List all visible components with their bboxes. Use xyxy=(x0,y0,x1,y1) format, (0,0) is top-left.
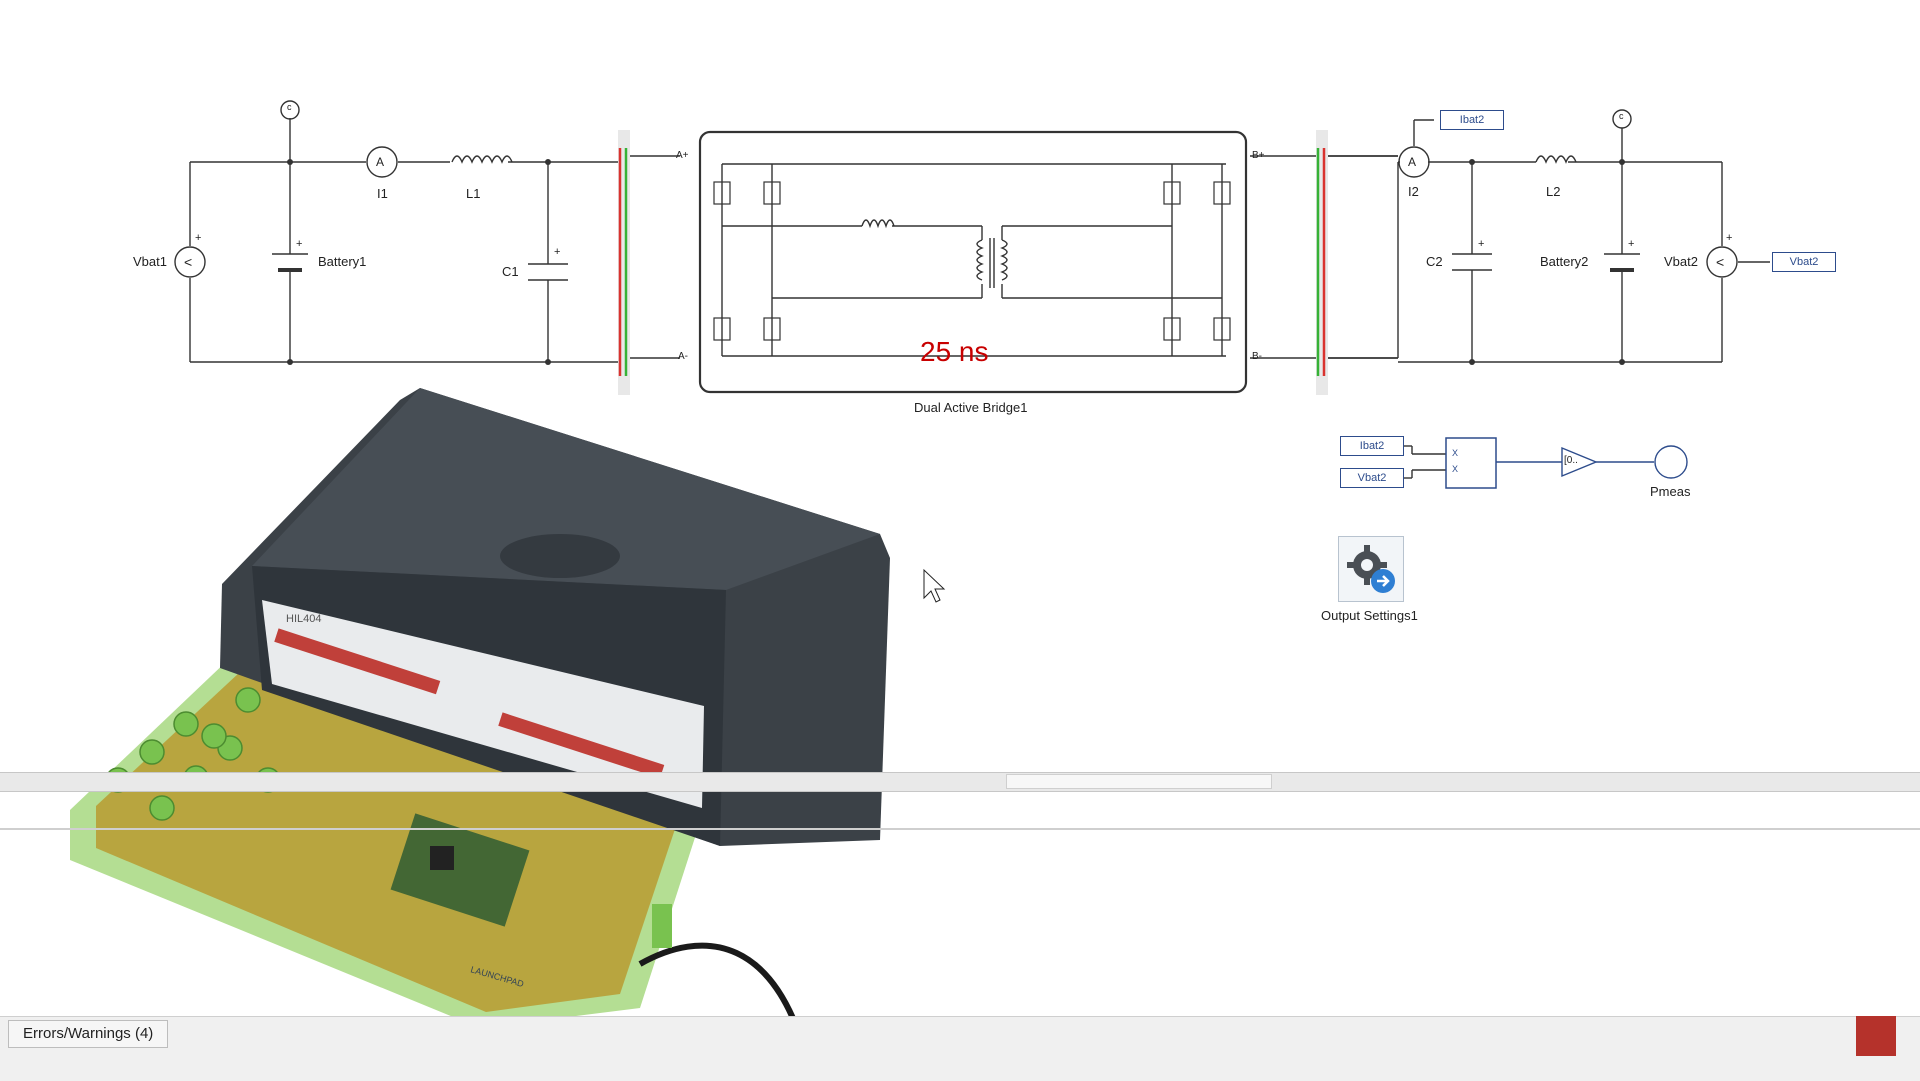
horizontal-scrollbar[interactable] xyxy=(0,772,1920,792)
vbat1-plus: + xyxy=(195,232,202,244)
ibat2-goto-tag[interactable]: Ibat2 xyxy=(1440,110,1504,130)
ground-ref2-symbol[interactable]: c xyxy=(1619,111,1624,121)
hil404-device-image: HIL404 LAUNCHPAD xyxy=(70,388,890,1080)
scrollbar-thumb[interactable] xyxy=(1006,774,1272,789)
vsource1-symbol[interactable]: < xyxy=(184,254,193,270)
i1-label: I1 xyxy=(377,186,388,201)
battery1-label: Battery1 xyxy=(318,254,367,269)
mult-input2-sign: X xyxy=(1452,464,1459,474)
ibat2-from-tag[interactable]: Ibat2 xyxy=(1340,436,1404,456)
c2-label: C2 xyxy=(1426,254,1443,269)
ammeter2-symbol[interactable]: A xyxy=(1408,155,1417,169)
vbat2-goto-tag[interactable]: Vbat2 xyxy=(1772,252,1836,272)
port-b-plus-label: B+ xyxy=(1252,150,1265,161)
vbat2-plus: + xyxy=(1726,232,1733,244)
bottom-panel xyxy=(0,1016,1920,1081)
gear-arrow-icon xyxy=(1347,545,1395,593)
l1-label: L1 xyxy=(466,186,481,201)
ground-ref1-symbol[interactable]: c xyxy=(287,102,292,112)
c1-label: C1 xyxy=(502,264,519,279)
dab-name-label[interactable]: Dual Active Bridge1 xyxy=(914,400,1028,415)
ammeter1-symbol[interactable]: A xyxy=(376,155,385,169)
mult-input1-sign: X xyxy=(1452,448,1459,458)
vbat2-label: Vbat2 xyxy=(1664,254,1698,269)
pmeas-probe-label[interactable]: Pmeas xyxy=(1650,484,1691,499)
vbat1-label: Vbat1 xyxy=(133,254,167,269)
i2-label: I2 xyxy=(1408,184,1419,199)
battery2-label: Battery2 xyxy=(1540,254,1589,269)
vsource2-symbol[interactable]: < xyxy=(1716,254,1725,270)
c1-plus: + xyxy=(554,246,561,258)
vbat2-from-tag[interactable]: Vbat2 xyxy=(1340,468,1404,488)
port-b-minus-label: B- xyxy=(1252,351,1262,362)
errors-warnings-tab[interactable]: Errors/Warnings (4) xyxy=(8,1020,169,1048)
dab-timestep-label: 25 ns xyxy=(920,336,989,367)
battery2-plus: + xyxy=(1628,238,1635,250)
gain-block-label[interactable]: [0.. xyxy=(1564,455,1578,466)
mouse-pointer-icon xyxy=(923,568,946,603)
device-model-label: HIL404 xyxy=(286,613,321,625)
panel-divider[interactable] xyxy=(0,828,1920,830)
battery1-plus: + xyxy=(296,238,303,250)
port-a-minus-label: A- xyxy=(678,351,688,362)
output-settings-block[interactable] xyxy=(1338,536,1404,602)
output-settings-label[interactable]: Output Settings1 xyxy=(1321,608,1418,623)
elephant-logo-icon xyxy=(1856,1016,1896,1056)
c2-plus: + xyxy=(1478,238,1485,250)
l2-label: L2 xyxy=(1546,184,1561,199)
port-a-plus-label: A+ xyxy=(676,150,689,161)
